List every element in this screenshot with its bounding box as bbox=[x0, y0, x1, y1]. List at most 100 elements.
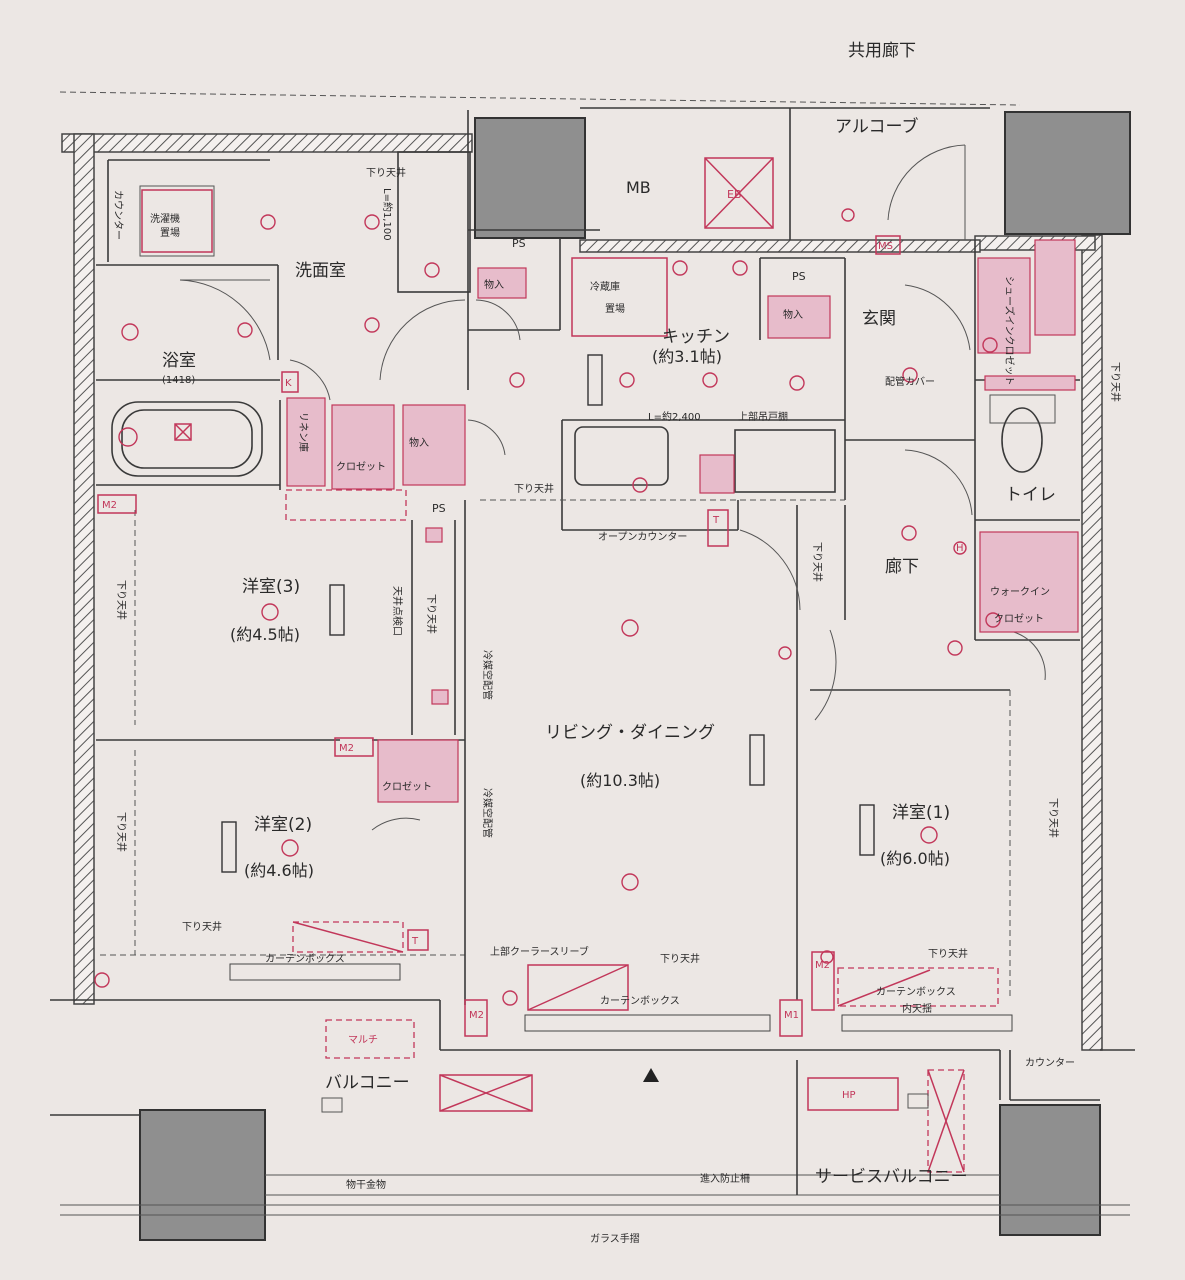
lowered-ceiling-w3: 下り天井 bbox=[115, 580, 128, 620]
lowered-ceiling-kitchen: 下り天井 bbox=[514, 482, 554, 495]
eb-label: EB bbox=[727, 188, 742, 201]
walkin-label-2: クロゼット bbox=[994, 613, 1044, 625]
lowered-ceiling-w1-bottom: 下り天井 bbox=[928, 947, 968, 960]
multi-label: マルチ bbox=[348, 1034, 378, 1046]
laundry-hardware-label: 物干金物 bbox=[346, 1178, 386, 1191]
ps-label-top2: PS bbox=[792, 270, 806, 283]
structural-column bbox=[474, 117, 586, 239]
open-counter-label: オープンカウンター bbox=[598, 531, 687, 543]
glass-railing-label: ガラス手摺 bbox=[590, 1232, 640, 1245]
curtain-box-a: カーテンボックス bbox=[265, 953, 345, 965]
building-line bbox=[59, 91, 1021, 106]
t-label-a: T bbox=[411, 936, 419, 947]
entrance-label: 玄関 bbox=[862, 309, 896, 329]
storage-label-b: 物入 bbox=[484, 278, 504, 291]
bathtub bbox=[111, 401, 263, 477]
fridge-label: 冷蔵庫 bbox=[590, 280, 620, 293]
lowered-ceiling-w2: 下り天井 bbox=[182, 920, 222, 933]
western-room-2-area: (約4.6帖) bbox=[244, 861, 314, 880]
pipe-cover-label: 配管カバー bbox=[885, 375, 935, 388]
walkin-label: ウォークイン bbox=[990, 586, 1050, 598]
partitions bbox=[50, 107, 1135, 1216]
cooler-sleeve-label: 上部クーラースリーブ bbox=[490, 945, 589, 958]
shoe-closet bbox=[977, 257, 1031, 354]
toilet-tank bbox=[989, 394, 1056, 424]
inspection-label: 天井点検口 bbox=[391, 586, 404, 636]
toilet-label: トイレ bbox=[1005, 485, 1056, 505]
linen-label: リネン庫 bbox=[297, 412, 310, 452]
sliding-markers bbox=[221, 354, 875, 873]
m2-label-d: M2 bbox=[815, 960, 830, 971]
western-room-3-label: 洋室(3) bbox=[242, 577, 300, 597]
lowered-ceiling-hall: 下り天井 bbox=[811, 542, 824, 582]
shared-corridor-label: 共用廊下 bbox=[848, 41, 916, 61]
curtain-box-c: カーテンボックス bbox=[876, 986, 956, 998]
closet-a bbox=[331, 404, 395, 490]
lowered-ceiling-pipe: 下り天井 bbox=[425, 594, 438, 634]
storage-c bbox=[767, 295, 831, 339]
ps-label-top1: PS bbox=[512, 237, 526, 250]
structural-column bbox=[139, 1109, 266, 1241]
washroom-label: 洗面室 bbox=[295, 261, 346, 281]
storage-label-c: 物入 bbox=[783, 308, 803, 321]
living-dining-area: (約10.3帖) bbox=[580, 771, 660, 790]
m2-label-c: M2 bbox=[469, 1010, 484, 1021]
structural-column bbox=[1004, 111, 1131, 235]
h-label: H bbox=[956, 543, 964, 554]
upper-cabinet-label: 上部吊戸棚 bbox=[738, 410, 788, 423]
m1-label: M1 bbox=[784, 1010, 799, 1021]
light-fixtures bbox=[94, 208, 1001, 1006]
western-room-3-area: (約4.5帖) bbox=[230, 625, 300, 644]
aircon-pipe-label-a: 冷媒空配管 bbox=[481, 650, 494, 700]
ps-label-mid: PS bbox=[432, 502, 446, 515]
storage-a bbox=[402, 404, 466, 486]
lowered-ceiling-toilet: 下り天井 bbox=[366, 166, 406, 179]
ms-label: MS bbox=[878, 241, 893, 252]
alcove-label: アルコーブ bbox=[835, 116, 918, 137]
m2-label-a: M2 bbox=[102, 500, 117, 511]
counter-label-left: カウンター bbox=[112, 190, 124, 240]
hp-label: HP bbox=[842, 1090, 856, 1101]
aircon-pipe-label-b: 冷媒空配管 bbox=[481, 788, 494, 838]
kitchen-area: (約3.1帖) bbox=[652, 347, 722, 366]
service-balcony-label: サービスバルコニー bbox=[815, 1167, 968, 1187]
western-room-1-area: (約6.0帖) bbox=[880, 849, 950, 868]
closet-b bbox=[377, 739, 459, 803]
toilet-bowl bbox=[1001, 407, 1043, 473]
intrusion-fence-label: 進入防止柵 bbox=[700, 1172, 750, 1185]
hallway-label: 廊下 bbox=[885, 557, 919, 577]
living-dining-label: リビング・ダイニング bbox=[545, 723, 715, 743]
m2-label-b: M2 bbox=[339, 743, 354, 754]
closet-label-b: クロゼット bbox=[382, 781, 432, 793]
lowered-ceiling-right: 下り天井 bbox=[1109, 362, 1122, 402]
curtain-box-b: カーテンボックス bbox=[600, 995, 680, 1007]
balcony-arrow-marker bbox=[643, 1068, 659, 1082]
ceiling-height-label: L=約1,100 bbox=[381, 188, 394, 241]
lowered-ceiling-w2-side: 下り天井 bbox=[115, 812, 128, 852]
eb-box bbox=[704, 157, 774, 229]
t-label-b: T bbox=[712, 515, 720, 526]
ceiling-height-kitchen: L=約2,400 bbox=[648, 410, 701, 423]
inner-hanging-label: 内天揺 bbox=[902, 1002, 932, 1015]
western-room-1-label: 洋室(1) bbox=[892, 803, 950, 823]
bathroom-size: (1418) bbox=[162, 375, 195, 386]
window-sashes bbox=[229, 963, 1013, 1032]
shoe-closet-label: シューズインクロゼット bbox=[1003, 276, 1016, 386]
structural-column bbox=[999, 1104, 1101, 1236]
lowered-ceiling-w1: 下り天井 bbox=[1047, 798, 1060, 838]
balcony-label: バルコニー bbox=[325, 1073, 410, 1093]
door-swings bbox=[179, 144, 1046, 831]
closet-label-a: クロゼット bbox=[336, 461, 386, 473]
fridge-space bbox=[571, 257, 668, 337]
fridge-label-2: 置場 bbox=[605, 302, 625, 315]
lowered-ceiling-living: 下り天井 bbox=[660, 952, 700, 965]
storage-label-a: 物入 bbox=[409, 436, 429, 449]
counter-label-right: カウンター bbox=[1025, 1057, 1075, 1069]
kitchen-label: キッチン bbox=[662, 327, 730, 347]
exterior-walls bbox=[61, 133, 1103, 1051]
bathroom-label: 浴室 bbox=[162, 351, 196, 371]
k-label: K bbox=[285, 378, 292, 389]
washer-label-2: 置場 bbox=[160, 226, 180, 239]
mb-label: MB bbox=[626, 178, 651, 197]
